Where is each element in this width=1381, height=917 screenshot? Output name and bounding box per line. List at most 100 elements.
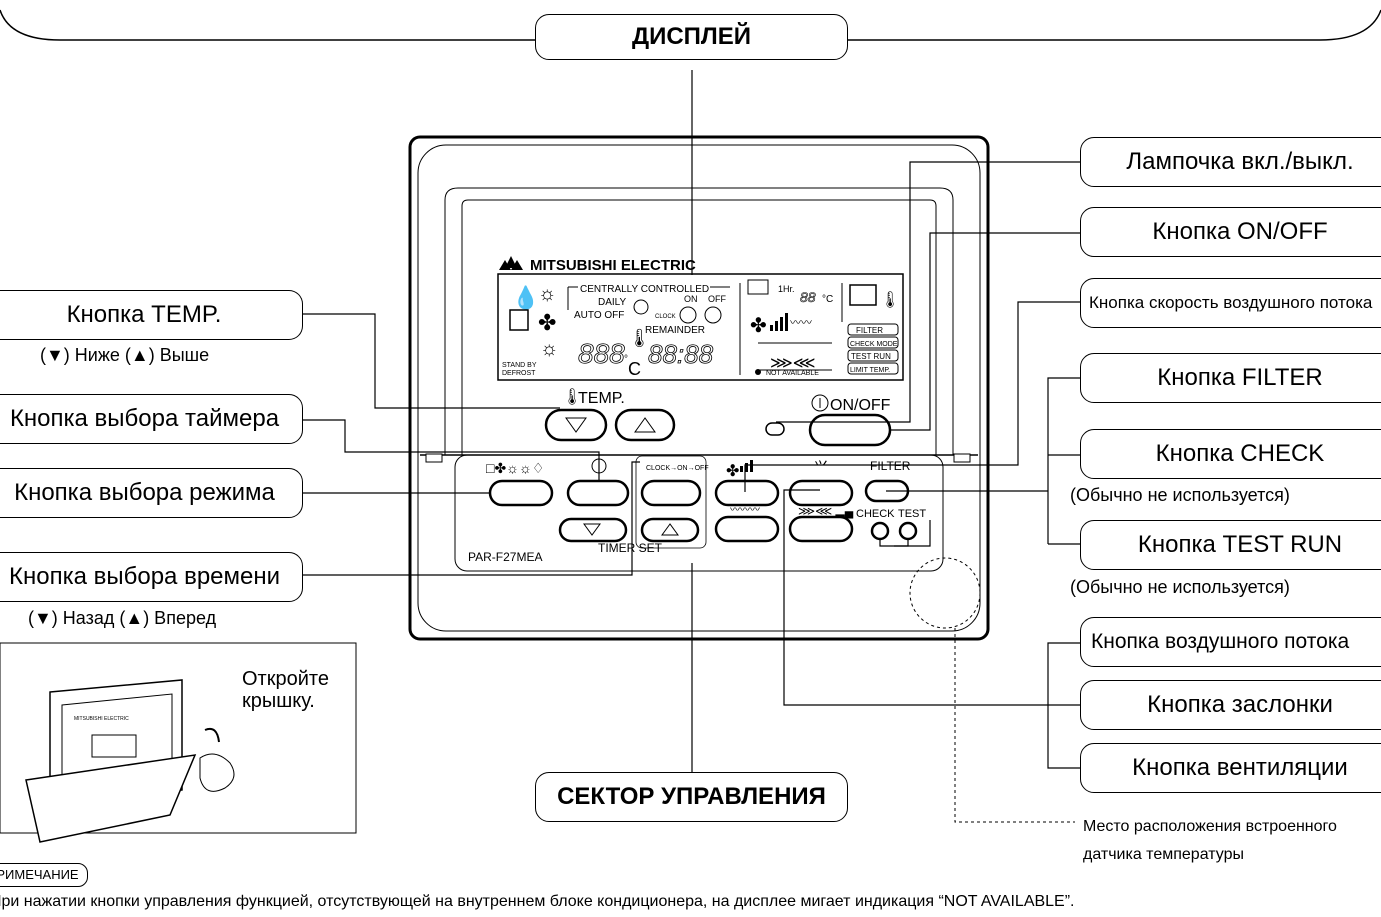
on-label: ON [684,294,698,304]
temp-digits: 888 [578,338,625,369]
filter-btn-label: FILTER [870,459,911,473]
sensor-area [909,557,981,629]
thermo-small-icon: 🌡 [562,388,582,406]
time-back-arrow-icon [583,523,601,536]
note-text: При нажатии кнопки управления функцией, … [0,893,1075,910]
limit-temp-box [847,362,899,375]
not-available-label: NOT AVAILABLE [766,370,819,377]
temp-up-button[interactable] [614,408,676,442]
fan-speed-button[interactable] [714,479,780,507]
remainder-label: REMAINDER [645,325,705,336]
onoff-button[interactable] [808,413,892,447]
filter-indicator-icon [849,284,877,306]
testrun-sub-label: (Обычно не используется) [1070,577,1290,597]
one-hr-label: 1Hr. [778,284,795,294]
timer-select-button[interactable] [566,479,630,507]
airflow-button[interactable] [788,479,854,507]
check-mode-label: CHECK MODE [850,341,898,348]
check-button[interactable] [870,521,890,541]
leader-lines [303,70,1080,772]
sensor-label-line1: Место расположения встроенного [1083,818,1337,835]
time-sub-label: (▼) Назад (▲) Вперед [28,608,217,628]
standby-label: STAND BY [502,362,537,369]
timer-select-label: Кнопка выбора таймера [0,394,303,444]
fan-speed-icon: ✤ [750,315,767,337]
centrally-label: CENTRALLY CONTROLLED [580,284,709,295]
testrun-label: Кнопка TEST RUN [1080,520,1381,570]
temp-btn-label: TEMP. [578,390,625,407]
onoff-label: Кнопка ON/OFF [1080,207,1381,257]
mitsubishi-logo-icon-b [499,260,511,270]
clock-icon [633,299,649,315]
clock-on-off-label: CLOCK→ON→OFF [646,465,709,472]
mode-select-label: Кнопка выбора режима [0,468,303,518]
vent-icon: ⋙⋘ [770,355,816,372]
deg-mark: ° [624,354,628,365]
temp-down-arrow-icon [565,417,587,433]
filter-ind-label: FILTER [856,326,883,335]
control-title: СЕКТОР УПРАВЛЕНИЯ [535,772,848,822]
airflow-wave-icon: 〰〰 [790,317,812,329]
heat-icon: ☼ [540,338,558,360]
filter-label: Кнопка FILTER [1080,353,1381,403]
temp-sub-label: (▼) Ниже (▲) Выше [40,345,210,365]
sensor-leader [954,628,1075,823]
inset-cover [25,754,197,843]
c-unit: C [628,359,641,379]
bar-2 [775,321,778,331]
off-label: OFF [708,294,726,304]
fan-speed-btn-icon: ✤ [726,463,739,480]
check-sub-label: (Обычно не используется) [1070,485,1290,505]
louver-btn-icon: 〰〰〰 [730,505,760,516]
inset-brand: MITSUBISHI ELECTRIC [74,716,129,722]
time-digits: 88:88 [648,339,714,369]
fan-icon: ✤ [538,310,556,335]
remote-inner-frame [417,144,981,632]
test-run-box [847,349,899,362]
thermometer-icon: 🌡 [628,328,651,348]
time-forward-button[interactable] [640,517,700,543]
temp-up-arrow-icon [634,417,656,433]
remote-body [408,135,990,641]
note-label: ПРИМЕЧАНИЕ [0,863,88,887]
clock-off-icon [704,306,722,324]
mode-select-button[interactable] [488,479,554,507]
hinge-right [953,453,971,463]
inset-text-2: крышку. [242,690,315,712]
clock-label: CLOCK [655,314,676,320]
control-panel-frame [454,454,944,572]
top-frame-line [0,9,1381,41]
inset-hand-icon [199,753,235,792]
square-icon [509,309,529,331]
bar-4 [785,313,788,331]
power-icon [811,394,829,412]
vent-label: Кнопка вентиляции [1080,743,1381,793]
louver-button[interactable] [714,515,780,543]
bar-1 [770,325,773,331]
lamp-label: Лампочка вкл./выкл. [1080,137,1381,187]
sensor-label-line2: датчика температуры [1083,846,1244,863]
test-button[interactable] [898,521,918,541]
temp-label: Кнопка TEMP. [0,290,303,340]
fs-bar-1 [740,466,743,472]
time-back-button[interactable] [558,517,628,543]
deg-c-label: °C [822,294,833,305]
display-frame [444,187,954,455]
clock-on-icon [679,306,697,324]
fs-bar-3 [750,460,753,472]
fs-bar-2 [745,463,748,472]
vent-button[interactable] [788,515,854,543]
sun-icon: ☼ [538,283,556,305]
bar-3 [780,317,783,331]
temp-down-button[interactable] [544,408,608,442]
inset-arrow-icon [204,727,220,743]
mitsubishi-logo-icon-c [511,260,523,270]
limit-temp-label: LIMIT TEMP. [850,367,890,374]
mode-icons: □✤☼☼♢ [486,460,544,476]
thermo-icon: 🌡 [880,291,900,309]
time-select-label: Кнопка выбора времени [0,552,303,602]
clock-button[interactable] [640,479,702,507]
airspeed-label: Кнопка скорость воздушного потока [1080,278,1381,328]
check-label: Кнопка CHECK [1080,429,1381,479]
